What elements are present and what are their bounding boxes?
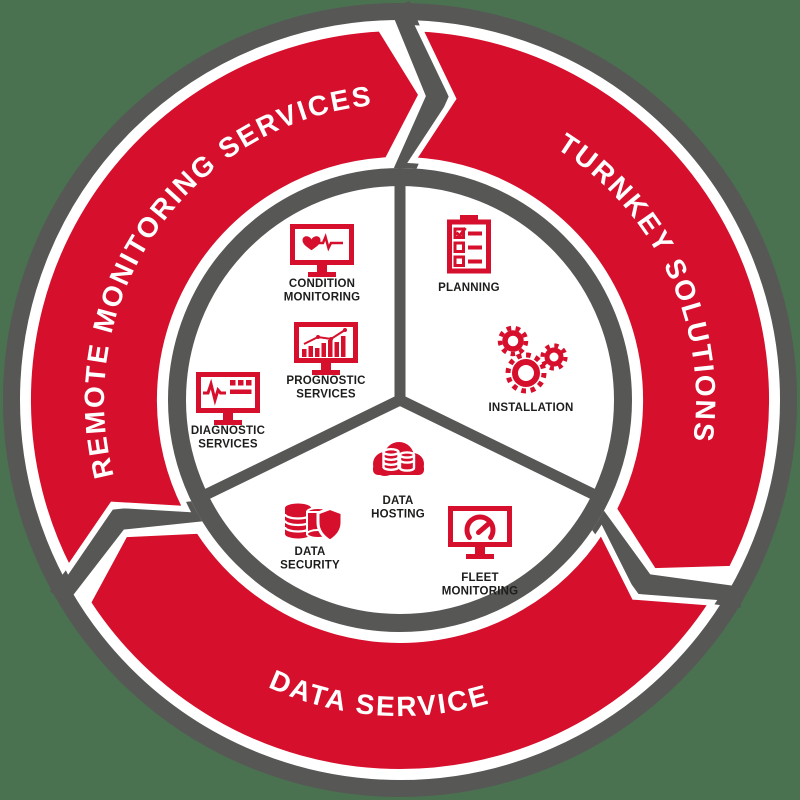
monitor-chart-icon bbox=[294, 322, 358, 375]
sector-dividers bbox=[192, 174, 608, 505]
arc-segment-data-service bbox=[84, 524, 718, 775]
database-shield-icon bbox=[283, 503, 344, 543]
cycle-arrow-band-left bbox=[49, 499, 211, 604]
monitor-heartbeat-icon bbox=[290, 224, 354, 277]
item-label: CONDITION bbox=[289, 278, 355, 290]
monitor-ecg-icon bbox=[196, 372, 260, 425]
arc-segments bbox=[24, 25, 776, 775]
item-label: DATA bbox=[294, 546, 325, 558]
arc-segment-remote-monitoring bbox=[24, 25, 425, 575]
item-label: PROGNOSTIC bbox=[286, 375, 365, 387]
item-label: SERVICES bbox=[198, 439, 258, 451]
item-label: DIAGNOSTIC bbox=[191, 425, 265, 437]
cycle-arrow-bands bbox=[49, 1, 744, 608]
cloud-database-icon bbox=[373, 442, 424, 476]
item-label: INSTALLATION bbox=[488, 402, 573, 414]
shield-icon bbox=[316, 506, 344, 543]
cycle-arrow-band-right bbox=[582, 503, 744, 608]
sector-divider-left bbox=[192, 394, 406, 505]
item-label: PLANNING bbox=[438, 282, 500, 294]
cycle-arrow-band-top bbox=[390, 1, 449, 185]
arc-segment-turnkey-solutions bbox=[407, 25, 776, 575]
gears-icon bbox=[497, 325, 568, 394]
item-label: MONITORING bbox=[442, 586, 519, 598]
monitor-gauge-icon bbox=[448, 506, 512, 559]
item-label: FLEET bbox=[461, 572, 498, 584]
item-label: HOSTING bbox=[371, 509, 425, 521]
item-label: SECURITY bbox=[280, 560, 340, 572]
item-label: MONITORING bbox=[284, 292, 361, 304]
item-label: SERVICES bbox=[296, 389, 356, 401]
sector-divider-right bbox=[394, 394, 608, 505]
item-label: DATA bbox=[382, 495, 413, 507]
clipboard-checklist-icon bbox=[447, 215, 491, 274]
